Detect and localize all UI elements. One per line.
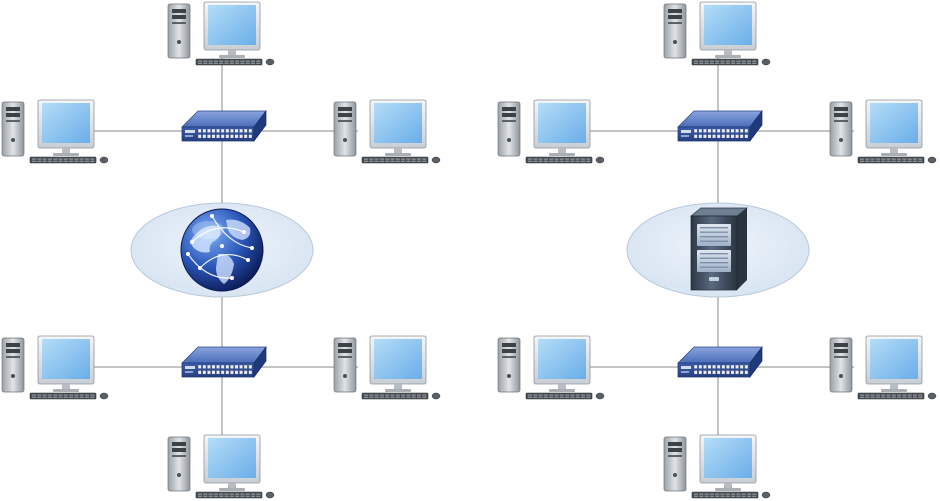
switch-layer — [181, 109, 763, 379]
server-icon[interactable] — [690, 207, 748, 291]
hub-layer — [130, 202, 810, 298]
switch-lower-1[interactable] — [181, 345, 267, 379]
computer-lower-left-1[interactable] — [1, 335, 109, 400]
internet-globe-icon[interactable] — [180, 208, 264, 292]
computer-upper-right-1[interactable] — [333, 99, 441, 164]
computer-upper-left-2[interactable] — [497, 99, 605, 164]
switch-upper-2[interactable] — [677, 109, 763, 143]
computer-lower-left-2[interactable] — [497, 335, 605, 400]
computer-upper-right-2[interactable] — [829, 99, 937, 164]
computer-lower-right-1[interactable] — [333, 335, 441, 400]
computer-bottom-1[interactable] — [167, 434, 275, 499]
computer-bottom-2[interactable] — [663, 434, 771, 499]
switch-upper-1[interactable] — [181, 109, 267, 143]
computer-top-1[interactable] — [167, 1, 275, 66]
computer-upper-left-1[interactable] — [1, 99, 109, 164]
switch-lower-2[interactable] — [677, 345, 763, 379]
computer-top-2[interactable] — [663, 1, 771, 66]
computer-lower-right-2[interactable] — [829, 335, 937, 400]
